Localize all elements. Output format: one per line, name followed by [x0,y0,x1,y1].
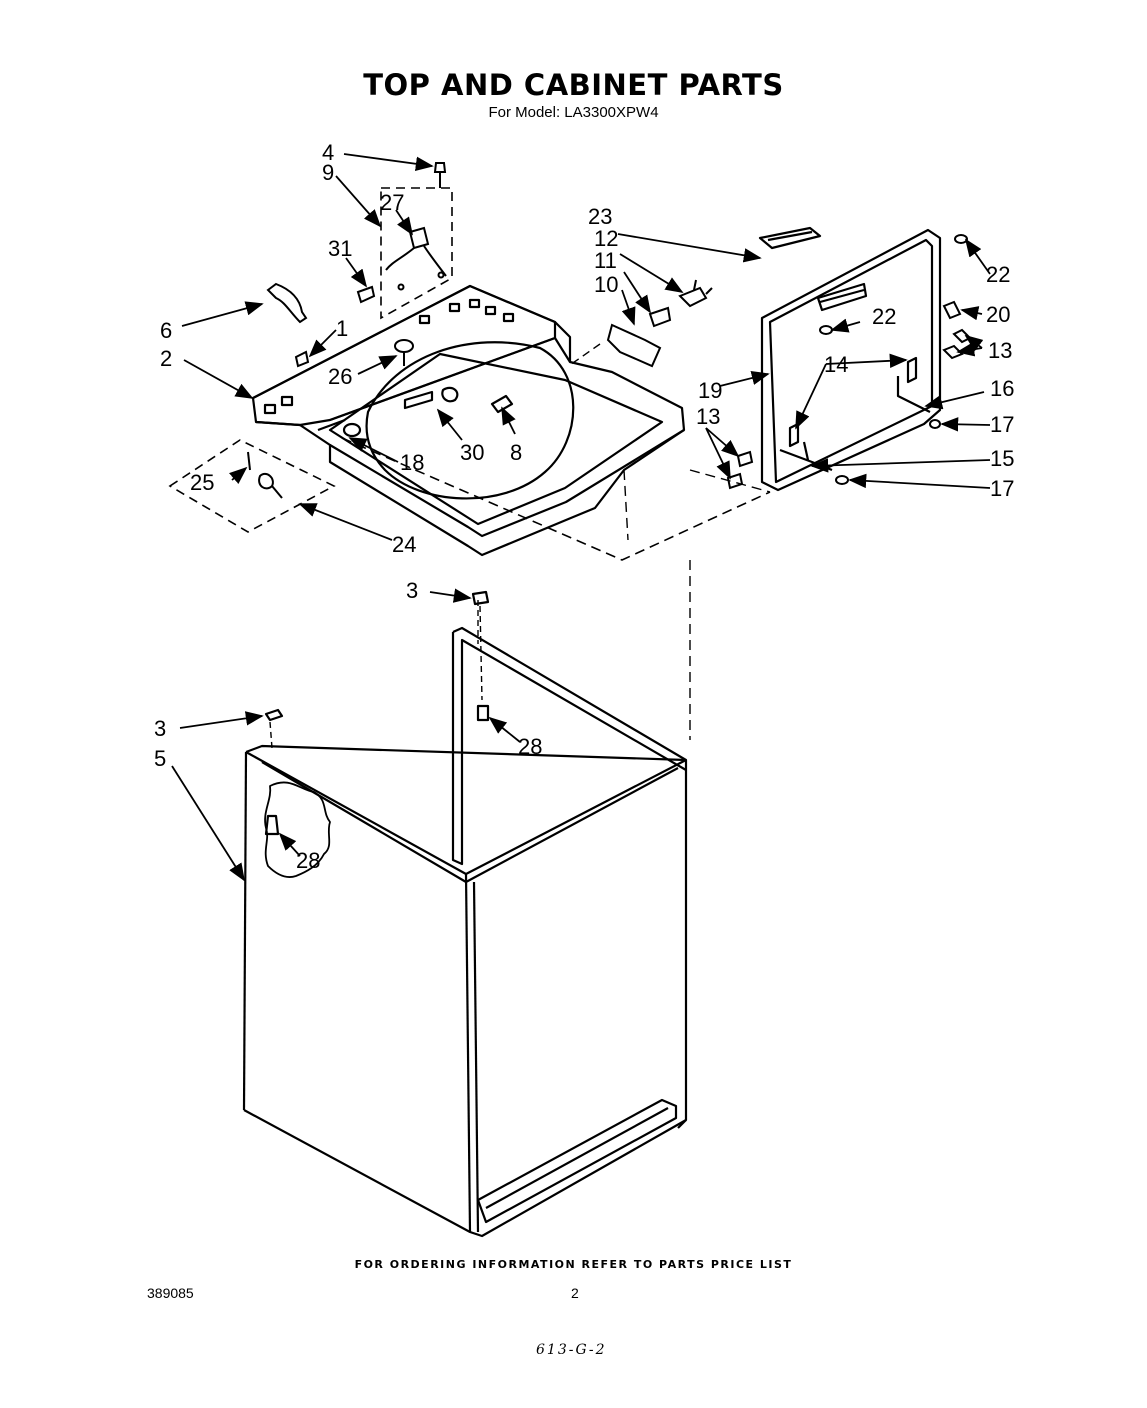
callout-10: 10 [594,272,618,297]
callout-30: 30 [460,440,484,465]
callout-31: 31 [328,236,352,261]
callout-labels: 4 9 27 31 6 1 2 26 25 24 18 30 8 23 12 1… [154,140,1014,873]
callout-15: 15 [990,446,1014,471]
callout-8: 8 [510,440,522,465]
cabinet [242,590,688,1238]
document-number: 389085 [147,1285,194,1301]
page-title: TOP AND CABINET PARTS [363,68,784,102]
callout-4: 4 [322,140,334,165]
callout-17-upper: 17 [990,412,1014,437]
page-number: 2 [571,1285,579,1301]
callout-2: 2 [160,346,172,371]
callout-24: 24 [392,532,416,557]
callout-1: 1 [336,316,348,341]
callout-19: 19 [698,378,722,403]
callout-3-lower: 3 [154,716,166,741]
callout-17-lower: 17 [990,476,1014,501]
callout-16: 16 [990,376,1014,401]
callout-14: 14 [824,352,848,377]
callout-13-left: 13 [696,404,720,429]
ordering-info-note: FOR ORDERING INFORMATION REFER TO PARTS … [354,1258,793,1271]
callout-5: 5 [154,746,166,771]
callout-23: 23 [588,204,612,229]
handwritten-note: 613-G-2 [536,1342,607,1358]
model-subtitle: For Model: LA3300XPW4 [488,104,659,121]
callout-27: 27 [380,190,404,215]
callout-13-right: 13 [988,338,1012,363]
callout-11: 11 [594,248,617,273]
callout-9: 9 [322,160,334,185]
callout-22-top: 22 [986,262,1010,287]
callout-25: 25 [190,470,214,495]
callout-20: 20 [986,302,1010,327]
callout-18: 18 [400,450,424,475]
switch-and-hardware-parts [168,162,713,533]
lid-fasteners [689,234,972,740]
callout-leaders [171,153,991,882]
callout-28-upper: 28 [518,734,542,759]
callout-3-upper: 3 [406,578,418,603]
lid-assembly [758,226,942,492]
callout-22-inner: 22 [872,304,896,329]
washer-top-assembly [251,284,771,561]
callout-12: 12 [594,226,618,251]
callout-26: 26 [328,364,352,389]
callout-6: 6 [160,318,172,343]
callout-28-lower: 28 [296,848,320,873]
